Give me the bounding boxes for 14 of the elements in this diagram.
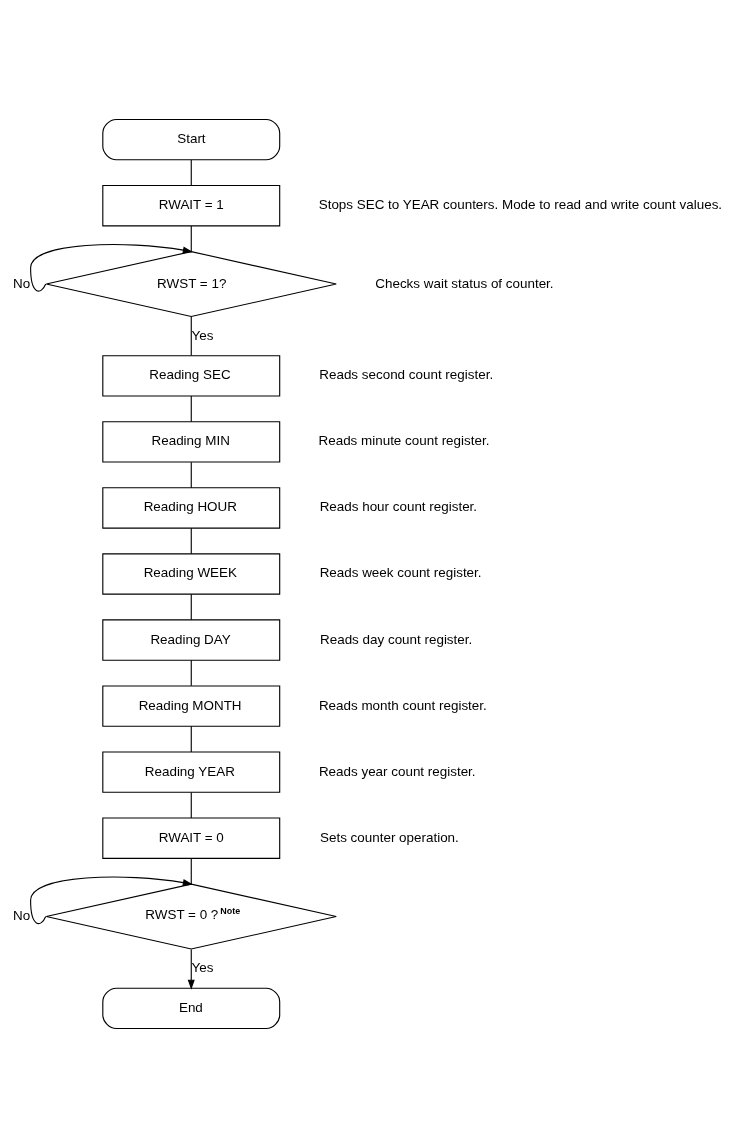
node-label: Reads hour count register. <box>319 498 478 514</box>
edge-label: No <box>13 907 31 923</box>
node-label: Stops SEC to YEAR counters. Mode to read and write count values. <box>318 196 723 212</box>
node-label: Sets counter operation. <box>320 829 459 845</box>
node-label: Reads minute count register. <box>318 432 490 448</box>
edge-label: No <box>13 275 31 291</box>
node-label: Reads day count register. <box>320 631 473 647</box>
edge-label: Yes <box>191 327 214 343</box>
node-label: Checks wait status of counter. <box>375 275 554 291</box>
node-label: Reads week count register. <box>319 564 482 580</box>
node-label: Reads month count register. <box>318 697 487 713</box>
node-label: Reads year count register. <box>318 763 476 779</box>
edge-label: Yes <box>191 959 214 975</box>
node-label: Reads second count register. <box>319 366 494 382</box>
